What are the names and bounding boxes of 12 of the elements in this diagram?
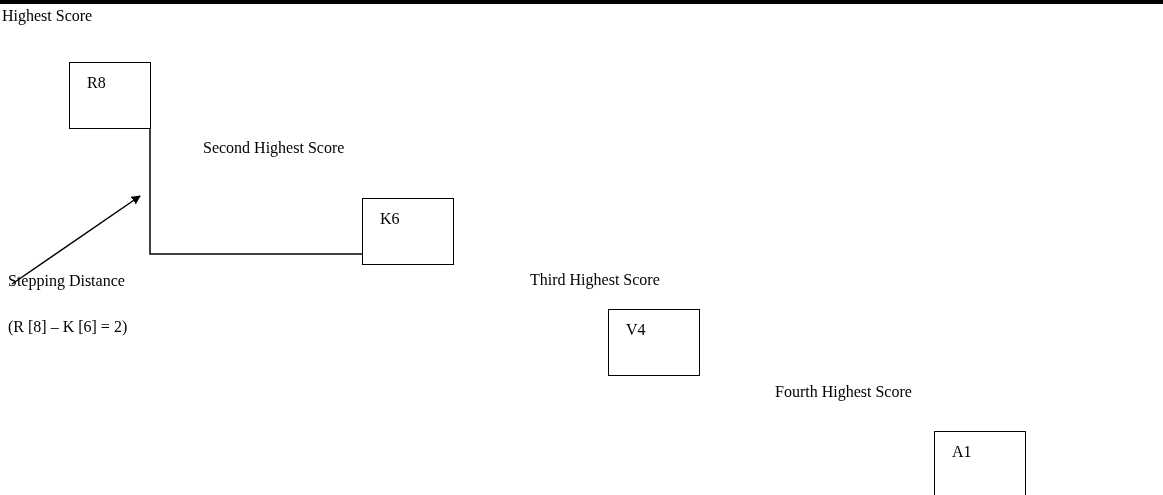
formula-text: (R [8] – K [6] = 2) [8,318,128,336]
callout-text: Stepping Distance [8,272,125,290]
score-heading: Highest Score [2,7,93,25]
score-heading: Second Highest Score [203,139,345,157]
leader-arrow [11,195,141,285]
score-box: K6 [362,198,454,265]
score-heading: Third Highest Score [530,271,660,289]
score-box: R8 [69,62,151,129]
score-box: V4 [608,309,700,376]
connector-line [149,128,363,255]
score-box: A1 [934,431,1026,495]
score-heading: Fourth Highest Score [775,383,912,401]
